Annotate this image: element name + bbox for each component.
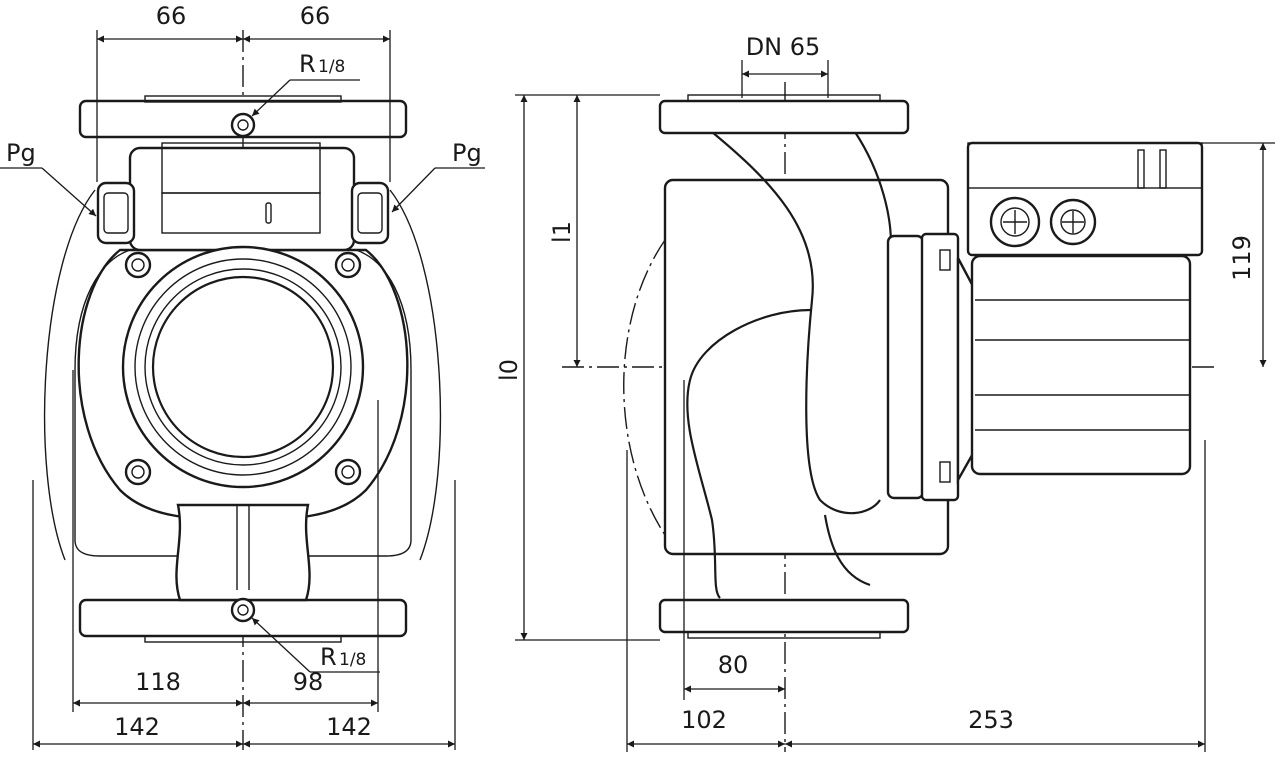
side-top-flange-neck <box>687 94 881 102</box>
label-dim-118: 118 <box>135 668 181 696</box>
label-vent-bottom: R <box>320 643 337 671</box>
side-terminal-slot-1 <box>1137 149 1145 189</box>
front-bottom-flange-neck <box>144 635 342 643</box>
side-motor-adapter <box>886 234 925 500</box>
front-terminal-slot <box>265 202 272 224</box>
front-motor-face <box>151 275 335 459</box>
label-dim-66-right: 66 <box>300 2 331 30</box>
side-motor-flange <box>920 232 960 502</box>
label-dim-102: 102 <box>681 706 727 734</box>
side-cable-gland-2 <box>1049 198 1097 246</box>
label-dim-142-left: 142 <box>114 713 160 741</box>
front-outer-envelope <box>43 189 442 561</box>
label-vent-top: R <box>299 50 316 78</box>
side-terminal-lid <box>967 142 1203 189</box>
front-bolt-bl <box>124 458 152 486</box>
front-lower-rib <box>236 505 250 590</box>
front-bolt-tr <box>334 251 362 279</box>
front-vent-screw-bottom <box>230 597 256 623</box>
label-pg-right: Pg <box>452 139 482 167</box>
label-vent-bottom-frac: 1/8 <box>339 650 366 670</box>
label-dim-119: 119 <box>1228 235 1256 281</box>
front-terminal-face <box>161 192 321 234</box>
side-cable-gland-1 <box>989 196 1041 248</box>
label-dim-66-left: 66 <box>156 2 187 30</box>
label-dim-80: 80 <box>718 651 749 679</box>
side-motor-flange-bolt-bottom <box>939 461 951 483</box>
front-motor-housing <box>121 245 365 489</box>
side-volute-curve-3 <box>686 308 811 599</box>
side-bottom-flange <box>658 598 910 634</box>
label-dim-l0: l0 <box>495 359 523 381</box>
front-motor-ring-1 <box>134 258 352 476</box>
label-vent-top-frac: 1/8 <box>318 57 345 77</box>
label-dim-253: 253 <box>968 706 1014 734</box>
front-cable-gland-left-inner <box>103 192 129 234</box>
label-dim-dn65: DN 65 <box>746 33 821 61</box>
front-cable-gland-right-inner <box>357 192 383 234</box>
side-motor-flange-bolt-top <box>939 249 951 271</box>
side-view: DN 65 l0 l1 119 80 102 253 <box>495 33 1275 752</box>
front-cable-gland-right <box>350 181 390 245</box>
side-top-flange <box>658 99 910 135</box>
label-pg-left: Pg <box>6 139 36 167</box>
side-envelope-arc <box>623 239 666 536</box>
side-terminal-slot-2 <box>1159 149 1167 189</box>
leader-vent-top-diag <box>251 79 291 117</box>
label-dim-142-right: 142 <box>326 713 372 741</box>
label-dim-98: 98 <box>293 668 324 696</box>
front-view: 66 66 118 98 142 142 Pg Pg R 1/8 R 1/8 <box>0 2 485 750</box>
front-top-flange-neck <box>144 95 342 103</box>
front-motor-ring-2 <box>144 268 342 466</box>
side-volute-curve-1 <box>711 131 881 515</box>
front-bolt-br <box>334 458 362 486</box>
side-motor-body <box>970 254 1192 476</box>
label-dim-l1: l1 <box>548 221 576 243</box>
side-volute-curve-4 <box>823 514 871 587</box>
front-bolt-tl <box>124 251 152 279</box>
front-vent-screw-top <box>230 112 256 138</box>
side-bottom-flange-neck <box>687 631 881 639</box>
leader-pg-left-diag <box>41 167 97 217</box>
front-cable-gland-left <box>96 181 136 245</box>
leader-vent-bottom-diag <box>251 617 311 673</box>
front-lower-neck <box>175 503 311 602</box>
leader-pg-right-diag <box>391 167 436 213</box>
